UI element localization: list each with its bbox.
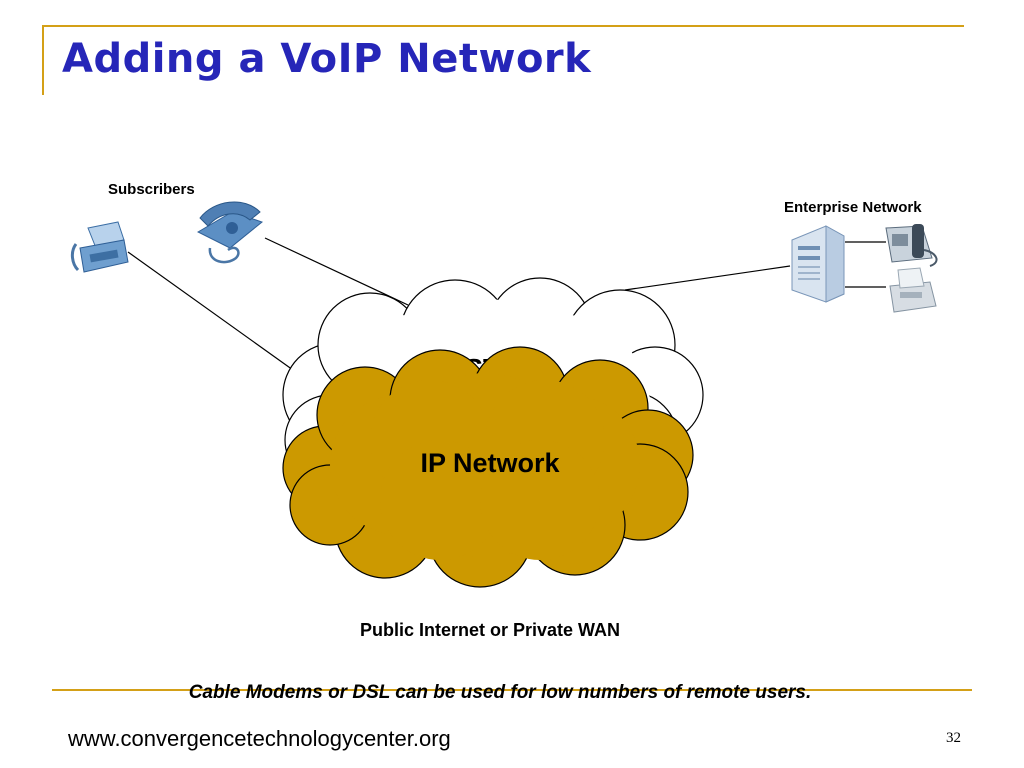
frame-left-rule: [42, 25, 44, 95]
subscribers-label: Subscribers: [108, 181, 195, 198]
slide-title: Adding a VoIP Network: [62, 36, 592, 82]
footer-note: Cable Modems or DSL can be used for low …: [188, 682, 812, 703]
enterprise-fax-icon: [889, 267, 937, 313]
website-url[interactable]: www.convergencetechnologycenter.org: [68, 726, 451, 751]
page-number: 32: [946, 730, 961, 746]
link-phone-to-pstn: [264, 237, 409, 306]
link-fax-to-pstn: [127, 251, 301, 376]
enterprise-server-icon: [791, 225, 845, 303]
bottom-rule: [52, 689, 972, 691]
link-server-to-pstn: [624, 265, 791, 291]
subscriber-fax-icon: [70, 221, 129, 273]
frame-top-rule: [42, 25, 964, 27]
wan-caption: Public Internet or Private WAN: [359, 620, 621, 640]
ip-network-label: IP Network: [420, 448, 560, 478]
enterprise-desk-phone-icon: [885, 224, 938, 267]
enterprise-network-label: Enterprise Network: [784, 199, 922, 216]
subscriber-telephone-icon: [196, 201, 264, 264]
